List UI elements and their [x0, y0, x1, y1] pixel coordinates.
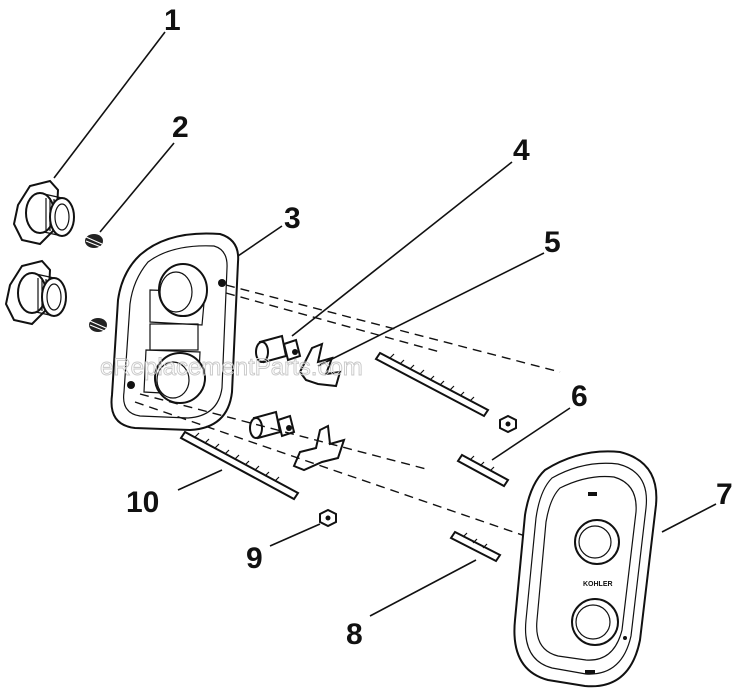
part-5-clip-bottom [292, 424, 346, 472]
callout-6: 6 [571, 380, 588, 413]
callout-3: 3 [284, 202, 301, 235]
part-9-nut-upper [499, 414, 517, 434]
part-10-long-screw-lower [179, 430, 300, 501]
part-2-set-screw-top [85, 234, 103, 248]
part-6-screw [456, 453, 510, 488]
callout-8: 8 [346, 618, 363, 651]
callout-2: 2 [172, 111, 189, 144]
leader-line-8 [369, 559, 477, 617]
leader-line-10 [177, 469, 223, 491]
watermark-text: eReplacementParts.com [100, 354, 363, 381]
leader-line-6 [491, 407, 571, 461]
part-7-trim-plate: KOHLER [513, 450, 658, 688]
leader-line-2 [99, 142, 175, 233]
part-1-threaded-adapter-bottom [4, 259, 67, 326]
alignment-line-upper [225, 292, 441, 353]
part-1-threaded-adapter-top [12, 179, 75, 246]
callout-4: 4 [513, 134, 530, 167]
callout-7: 7 [716, 478, 733, 511]
part-10-long-screw-upper [374, 351, 490, 418]
alignment-line-middle [139, 393, 431, 471]
part-9-nut-lower [319, 508, 337, 528]
leader-line-9 [269, 523, 321, 547]
leader-line-5 [317, 252, 545, 367]
part-3-back-plate [110, 232, 240, 432]
part-4-cartridge-bottom [249, 410, 296, 440]
leader-line-1 [53, 31, 166, 179]
callout-9: 9 [246, 542, 263, 575]
callout-10: 10 [126, 486, 159, 519]
part-8-screw [449, 530, 502, 563]
leader-line-7 [661, 503, 717, 533]
part-2-set-screw-bottom [89, 318, 107, 332]
callout-1: 1 [164, 4, 181, 37]
callout-5: 5 [544, 226, 561, 259]
part-4-cartridge-top [255, 334, 302, 364]
leader-line-3 [237, 225, 283, 257]
leader-line-4 [291, 161, 513, 337]
trim-brand-text: KOHLER [583, 581, 613, 588]
